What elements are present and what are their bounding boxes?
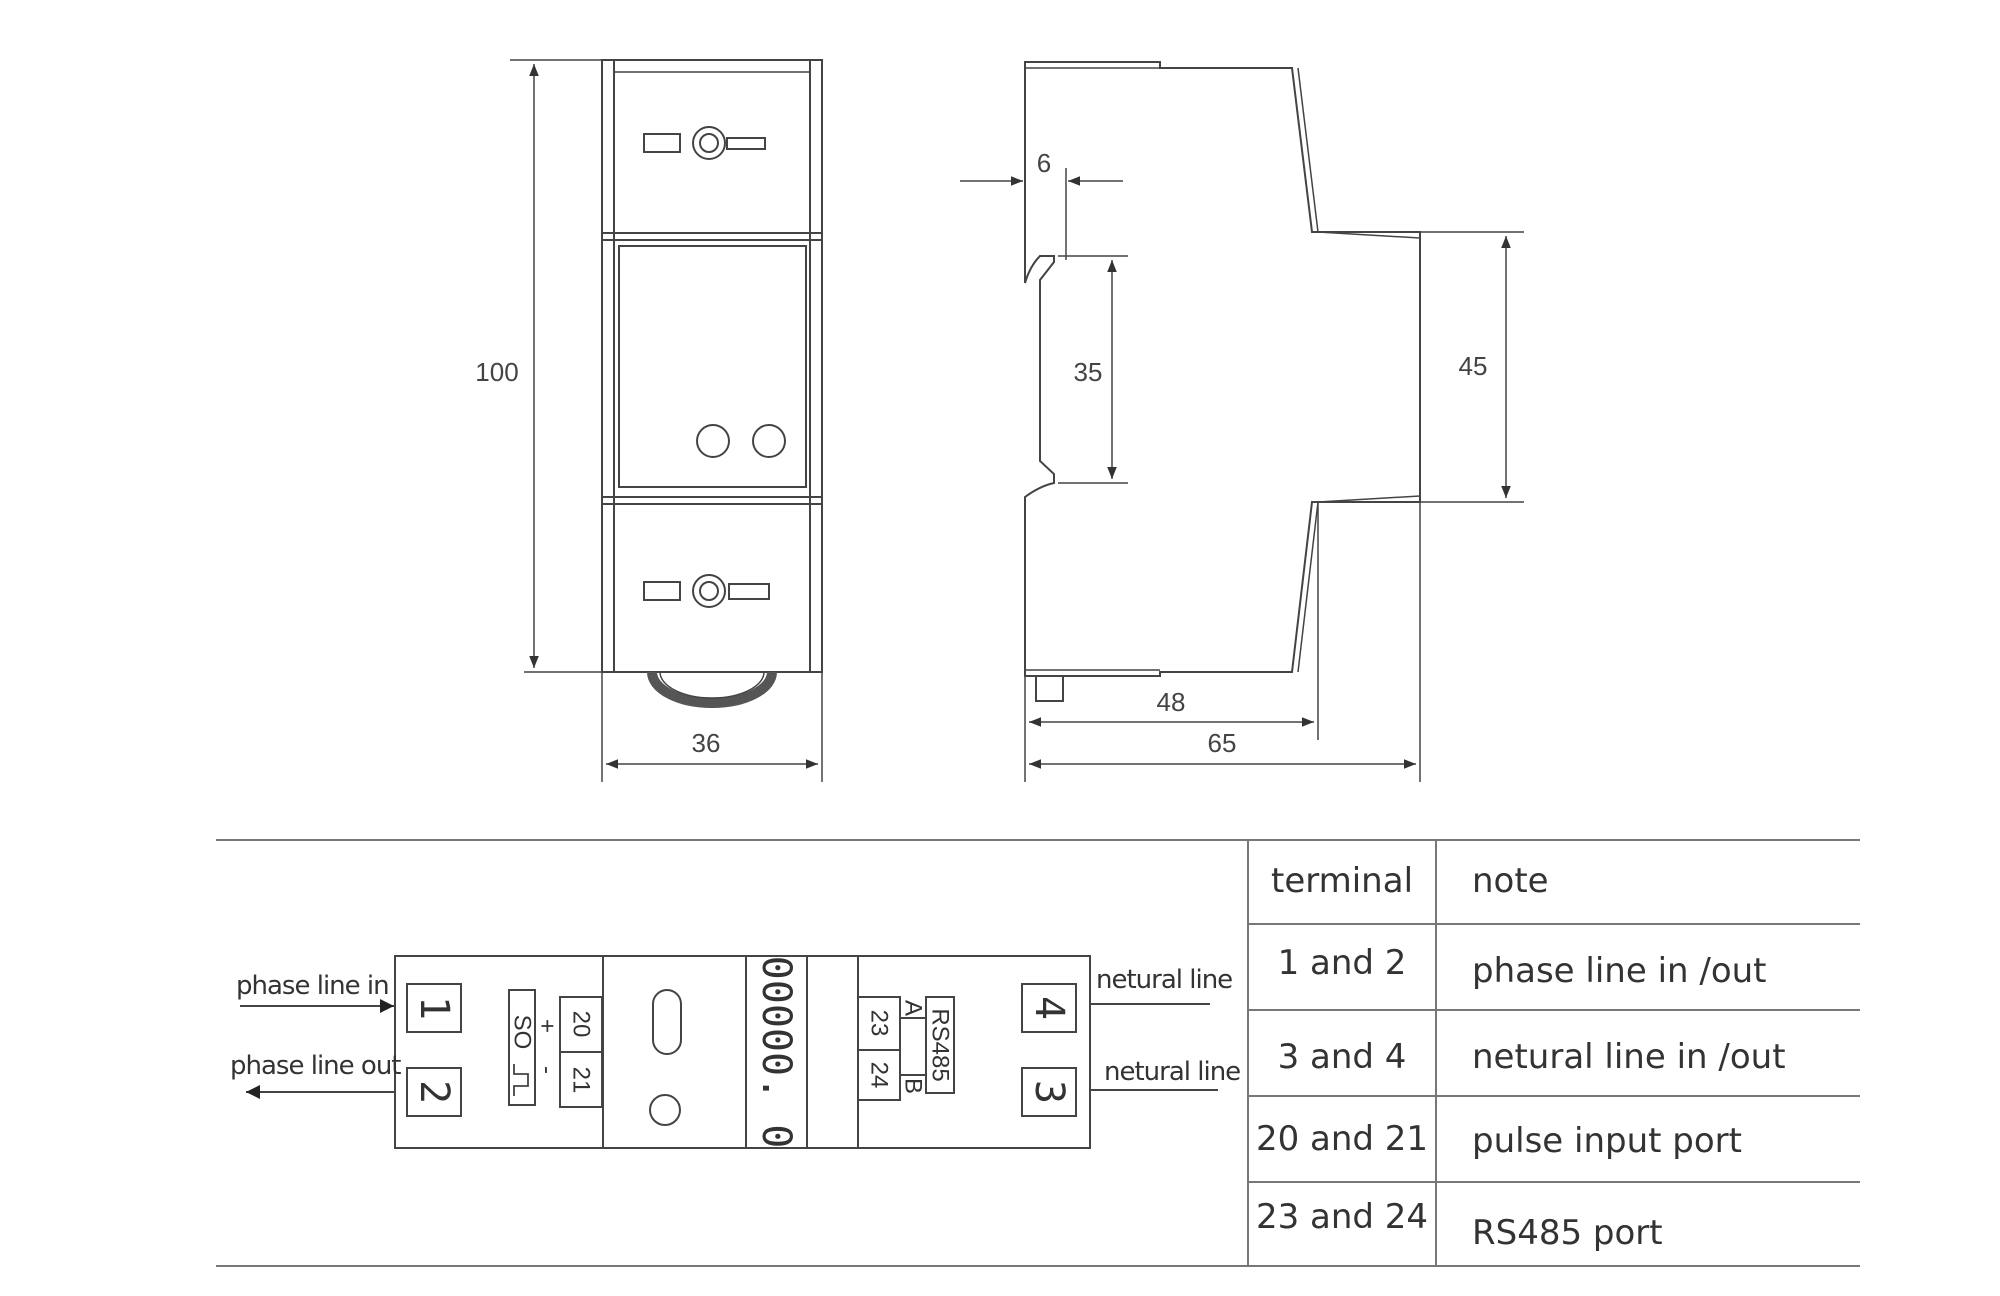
dim-label-48: 48 bbox=[1157, 687, 1186, 717]
terminal-4-label: 4 bbox=[1026, 996, 1072, 1020]
terminal-1-box bbox=[406, 983, 462, 1033]
table-header-terminal: terminal bbox=[1271, 861, 1413, 901]
rs485-b-label: B bbox=[900, 1078, 927, 1094]
meter-top-outline bbox=[394, 955, 1091, 1149]
front-display-window bbox=[618, 245, 807, 488]
terminal-21-label: 21 bbox=[568, 1067, 595, 1094]
pulse-minus-label: - bbox=[534, 1066, 561, 1074]
top-screw-icon bbox=[692, 126, 726, 160]
terminal-20-label: 20 bbox=[568, 1011, 595, 1038]
side-body-outline bbox=[1024, 61, 1421, 677]
side-view bbox=[1024, 61, 1421, 702]
rs485-label: RS485 bbox=[927, 1008, 954, 1081]
terminal-3-label: 3 bbox=[1026, 1080, 1072, 1104]
terminal-2-label: 2 bbox=[411, 1080, 457, 1104]
dim-label-35: 35 bbox=[1074, 357, 1103, 387]
front-body-outline bbox=[601, 59, 823, 673]
meter-led-icon bbox=[652, 989, 682, 1055]
table-row-note: netural line in /out bbox=[1472, 1037, 1786, 1077]
terminal-3-box bbox=[1021, 1067, 1077, 1117]
display-reading: 00000. 0 bbox=[753, 956, 799, 1149]
pulse-plus-label: + bbox=[534, 1019, 561, 1033]
bottom-terminal-slot bbox=[643, 581, 681, 601]
table-header-note: note bbox=[1472, 861, 1549, 901]
terminal-2-box bbox=[406, 1067, 462, 1117]
dim-label-65: 65 bbox=[1208, 728, 1237, 758]
label-phase-in: phase line in bbox=[236, 971, 389, 1001]
pulse-waveform-icon bbox=[513, 1064, 529, 1096]
bottom-screw-icon bbox=[692, 574, 726, 608]
terminal-1-label: 1 bbox=[411, 996, 457, 1020]
so-label: SO bbox=[509, 1015, 536, 1050]
wiring-diagram bbox=[216, 839, 1860, 1267]
terminal-4-box bbox=[1021, 983, 1077, 1033]
front-dimensions bbox=[510, 59, 823, 782]
table-row-note: phase line in /out bbox=[1472, 951, 1767, 991]
side-dimensions bbox=[960, 62, 1524, 782]
label-neutral-bottom: netural line bbox=[1104, 1057, 1240, 1087]
terminal-table bbox=[1247, 840, 1860, 1266]
table-row-terminal: 1 and 2 bbox=[1278, 943, 1407, 983]
rs485-label-box bbox=[925, 996, 955, 1094]
top-terminal-slot bbox=[643, 133, 681, 153]
meter-button-icon bbox=[649, 1094, 681, 1126]
front-button-right bbox=[752, 424, 786, 458]
table-row-terminal: 23 and 24 bbox=[1256, 1197, 1428, 1237]
rs485-terminal-box bbox=[857, 996, 901, 1101]
label-neutral-top: netural line bbox=[1096, 965, 1232, 995]
terminal-23-label: 23 bbox=[866, 1010, 893, 1037]
label-phase-out: phase line out bbox=[230, 1051, 401, 1081]
side-clip-tab bbox=[1035, 675, 1064, 702]
dim-label-36: 36 bbox=[692, 728, 721, 758]
front-view bbox=[601, 59, 823, 709]
dim-label-45: 45 bbox=[1459, 351, 1488, 381]
dim-label-6: 6 bbox=[1037, 148, 1051, 178]
table-row-note: pulse input port bbox=[1472, 1121, 1742, 1161]
table-row-terminal: 20 and 21 bbox=[1256, 1119, 1428, 1159]
front-button-left bbox=[696, 424, 730, 458]
table-row-note: RS485 port bbox=[1472, 1213, 1663, 1253]
so-pulse-box bbox=[508, 989, 536, 1106]
terminal-24-label: 24 bbox=[866, 1062, 893, 1089]
dim-label-100: 100 bbox=[475, 357, 518, 387]
rs485-a-label: A bbox=[900, 1000, 927, 1016]
table-row-terminal: 3 and 4 bbox=[1278, 1037, 1407, 1077]
